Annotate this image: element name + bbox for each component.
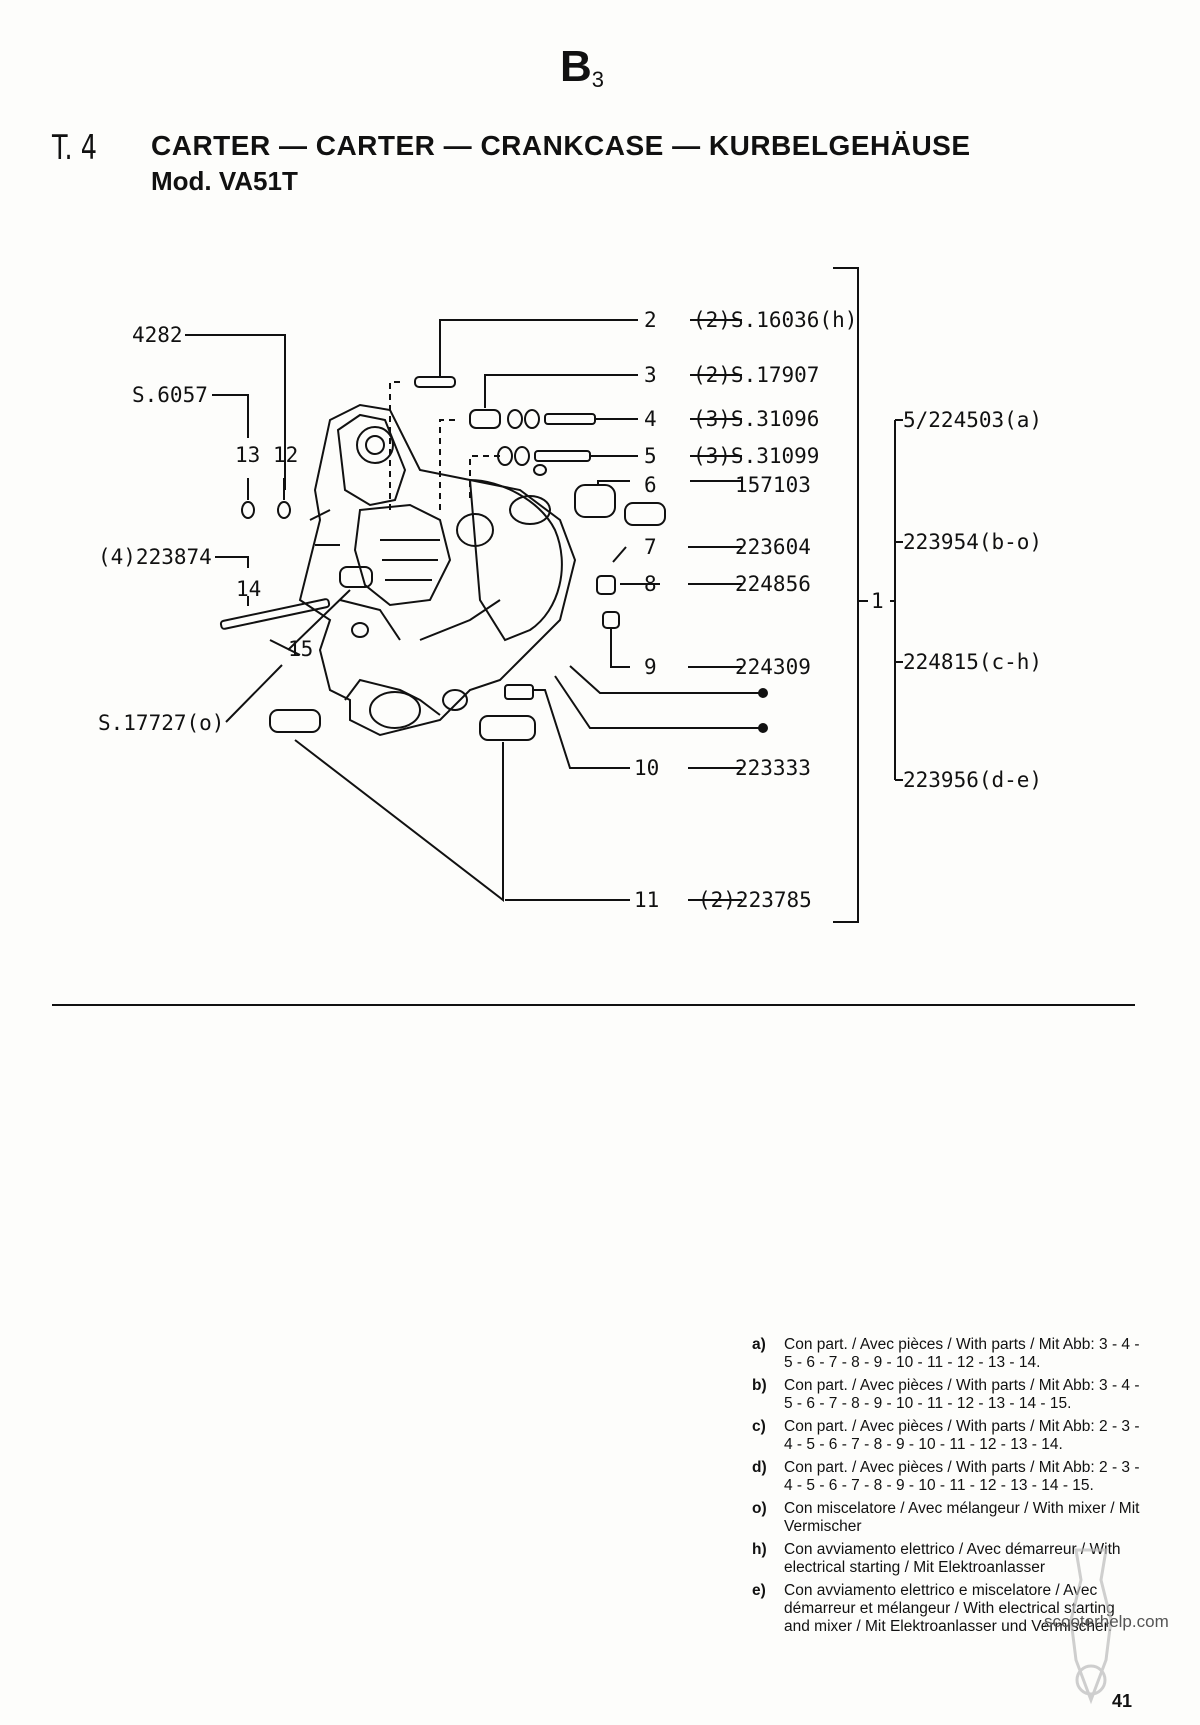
code-6: 157103 xyxy=(735,473,811,497)
ref-11: 11 xyxy=(634,888,659,912)
footnote-key: o) xyxy=(752,1500,767,1517)
ref-10: 10 xyxy=(634,756,659,780)
model-label: Mod. VA51T xyxy=(151,166,298,196)
footnote-text: Con avviamento elettrico e miscelatore /… xyxy=(784,1582,1115,1635)
code-9: 224309 xyxy=(735,655,811,679)
ref-2: 2 xyxy=(644,308,657,332)
code-4: (3)S.31096 xyxy=(693,407,819,431)
footnote: h) Con avviamento elettrico / Avec démarr… xyxy=(752,1541,1144,1577)
assembly-a: 5/224503(a) xyxy=(903,408,1042,432)
section-divider xyxy=(52,1004,1135,1006)
code-11: (2)223785 xyxy=(698,888,812,912)
connection-dot xyxy=(758,723,768,733)
callout-12: 12 xyxy=(273,443,298,467)
group-ref-1: 1 xyxy=(871,589,884,613)
callout-223874: (4)223874 xyxy=(98,545,212,569)
footnote-text: Con part. / Avec pièces / With parts / M… xyxy=(784,1377,1140,1412)
left-leaders xyxy=(185,334,504,903)
ref-8: 8 xyxy=(644,572,657,596)
footnote-key: h) xyxy=(752,1541,767,1558)
ref-4: 4 xyxy=(644,407,657,431)
assembly-c-h: 224815(c-h) xyxy=(903,650,1042,674)
callout-4282: 4282 xyxy=(132,323,183,347)
page-title: CARTER — CARTER — CRANKCASE — KURBELGEHÄ… xyxy=(151,130,971,161)
crankcase-drawing xyxy=(298,403,577,737)
footnote-text: Con part. / Avec pièces / With parts / M… xyxy=(784,1459,1140,1494)
footnote-key: d) xyxy=(752,1459,767,1476)
section-code: B3 xyxy=(560,42,605,92)
callout-13: 13 xyxy=(235,443,260,467)
footnote: d) Con part. / Avec pièces / With parts /… xyxy=(752,1459,1144,1495)
callout-15: 15 xyxy=(288,637,313,661)
footnote-key: e) xyxy=(752,1582,766,1599)
connection-dot xyxy=(758,688,768,698)
assembly-b-o: 223954(b-o) xyxy=(903,530,1042,554)
footnote-key: c) xyxy=(752,1418,766,1435)
footnote: e) Con avviamento elettrico e miscelatore… xyxy=(752,1582,1144,1636)
page-number: 41 xyxy=(1112,1691,1133,1711)
callout-s17727: S.17727(o) xyxy=(98,711,224,735)
footnote-text: Con miscelatore / Avec mélangeur / With … xyxy=(784,1500,1140,1535)
right-callout-refs: 2 3 4 5 6 7 8 9 10 11 xyxy=(634,308,659,912)
ref-3: 3 xyxy=(644,363,657,387)
footnote-text: Con part. / Avec pièces / With parts / M… xyxy=(784,1418,1140,1453)
small-parts xyxy=(219,376,666,741)
table-number: T. 4 xyxy=(52,128,97,168)
ref-6: 6 xyxy=(644,473,657,497)
callout-14: 14 xyxy=(236,577,261,601)
ref-5: 5 xyxy=(644,444,657,468)
exploded-parts-diagram: 4282 S.6057 13 12 (4)223874 14 15 S.1772… xyxy=(98,267,1042,923)
callout-s6057: S.6057 xyxy=(132,383,208,407)
assembly-d-e: 223956(d-e) xyxy=(903,768,1042,792)
footnote: c) Con part. / Avec pièces / With parts /… xyxy=(752,1418,1144,1454)
footnote: o) Con miscelatore / Avec mélangeur / Wit… xyxy=(752,1500,1144,1536)
code-3: (2)S.17907 xyxy=(693,363,819,387)
watermark-text: scooterhelp.com xyxy=(1044,1612,1169,1631)
footnote: a) Con part. / Avec pièces / With parts /… xyxy=(752,1336,1144,1372)
dashed-leaders xyxy=(389,381,500,510)
code-7: 223604 xyxy=(735,535,811,559)
section-subscript: 3 xyxy=(591,67,605,92)
left-callout-labels: 4282 S.6057 13 12 (4)223874 14 15 S.1772… xyxy=(98,323,313,735)
footnotes: a) Con part. / Avec pièces / With parts /… xyxy=(752,1336,1144,1641)
right-callout-codes: (2)S.16036(h) (2)S.17907 (3)S.31096 (3)S… xyxy=(693,308,857,912)
footnote-key: a) xyxy=(752,1336,766,1353)
ref-9: 9 xyxy=(644,655,657,679)
code-2: (2)S.16036(h) xyxy=(693,308,857,332)
code-5: (3)S.31099 xyxy=(693,444,819,468)
assembly-labels: 5/224503(a) 223954(b-o) 224815(c-h) 2239… xyxy=(903,408,1042,792)
code-10: 223333 xyxy=(735,756,811,780)
footnote-key: b) xyxy=(752,1377,767,1394)
code-8: 224856 xyxy=(735,572,811,596)
ref-7: 7 xyxy=(644,535,657,559)
footnote: b) Con part. / Avec pièces / With parts /… xyxy=(752,1377,1144,1413)
footnote-text: Con part. / Avec pièces / With parts / M… xyxy=(784,1336,1140,1371)
right-leaders xyxy=(439,267,903,923)
scooter-watermark-icon xyxy=(1069,1548,1113,1705)
footnote-text: Con avviamento elettrico / Avec démarreu… xyxy=(784,1541,1121,1576)
